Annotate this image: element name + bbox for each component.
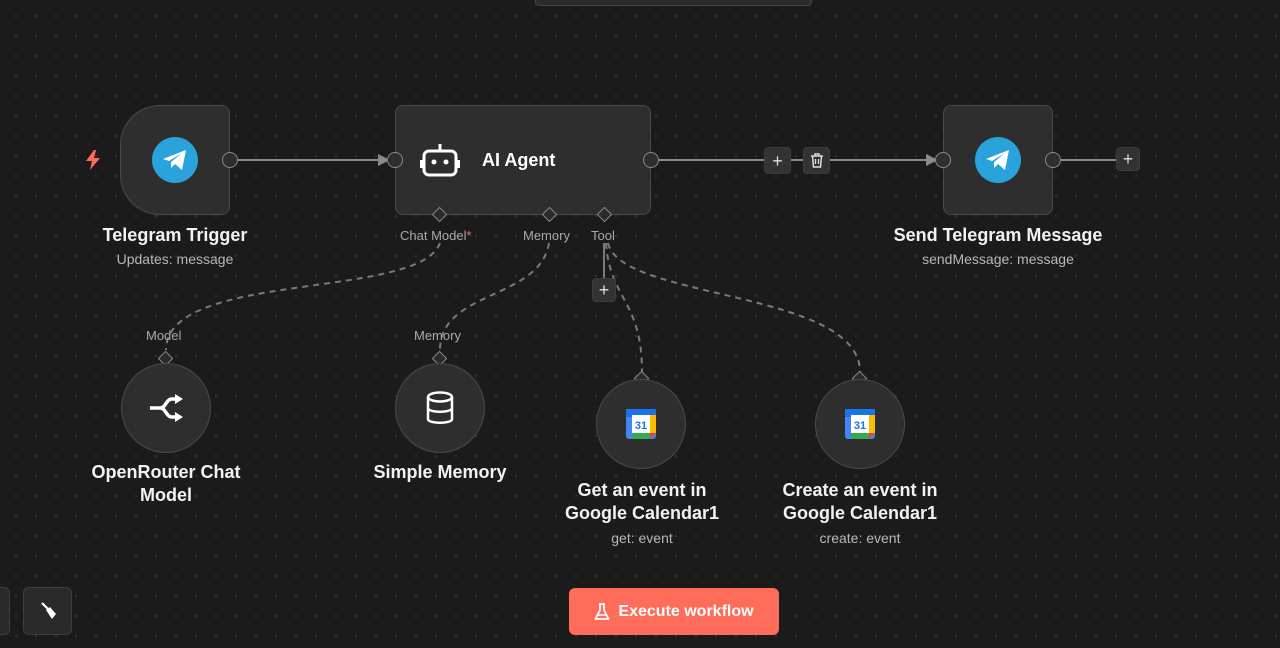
arrow-head xyxy=(926,154,938,166)
telegram-trigger-title: Telegram Trigger xyxy=(102,225,248,245)
create-event-title: Create an event in Google Calendar1 xyxy=(782,480,938,523)
openrouter-node[interactable] xyxy=(121,363,211,453)
chat-model-port-label: Chat Model* xyxy=(400,228,472,243)
create-event-node[interactable]: 31 xyxy=(815,379,905,469)
broom-icon xyxy=(40,602,56,619)
delete-connection-button[interactable] xyxy=(803,147,830,174)
trigger-bolt-icon xyxy=(86,150,100,170)
get-event-title: Get an event in Google Calendar1 xyxy=(564,480,720,523)
execute-workflow-label: Execute workflow xyxy=(618,602,754,620)
send-telegram-subtitle: sendMessage: message xyxy=(922,251,1074,267)
memory-port-label: Memory xyxy=(523,228,570,243)
ai-agent-input-handle[interactable] xyxy=(387,152,403,168)
simple-memory-node[interactable] xyxy=(395,363,485,453)
database-icon xyxy=(426,391,454,424)
robot-icon xyxy=(420,144,460,177)
connection-chat-model xyxy=(165,242,441,351)
required-marker: * xyxy=(466,228,472,243)
telegram-trigger-node[interactable] xyxy=(120,105,230,215)
send-telegram-output-handle[interactable] xyxy=(1045,152,1061,168)
send-telegram-input-handle[interactable] xyxy=(935,152,951,168)
execute-workflow-button[interactable]: Execute workflow xyxy=(569,588,779,635)
send-telegram-node[interactable] xyxy=(943,105,1053,215)
connection-tool-create xyxy=(607,242,861,373)
ai-agent-node[interactable]: AI Agent xyxy=(395,105,651,215)
simple-memory-port-label: Memory xyxy=(414,328,461,343)
tidy-up-button[interactable] xyxy=(23,587,72,635)
create-event-subtitle: create: event xyxy=(819,530,901,546)
send-telegram-title: Send Telegram Message xyxy=(893,225,1103,245)
google-calendar-icon: 31 xyxy=(845,409,875,439)
telegram-trigger-subtitle: Updates: message xyxy=(116,251,234,267)
top-toolbar-fragment xyxy=(535,0,812,6)
calendar-day-text: 31 xyxy=(854,420,866,432)
google-calendar-icon: 31 xyxy=(626,409,656,439)
connection-tool-get xyxy=(605,242,643,373)
connection-memory xyxy=(439,242,550,351)
telegram-trigger-output-handle[interactable] xyxy=(222,152,238,168)
get-event-subtitle: get: event xyxy=(611,530,673,546)
add-next-node-button[interactable]: + xyxy=(1116,147,1140,171)
add-node-between-button[interactable]: + xyxy=(764,147,791,174)
tool-port-label: Tool xyxy=(591,228,615,243)
add-tool-button[interactable]: + xyxy=(592,278,616,302)
simple-memory-title: Simple Memory xyxy=(373,462,507,482)
calendar-day-text: 31 xyxy=(635,420,647,432)
arrow-head xyxy=(378,154,390,166)
openrouter-icon xyxy=(150,394,183,422)
telegram-icon xyxy=(975,137,1021,183)
ai-agent-output-handle[interactable] xyxy=(643,152,659,168)
openrouter-port-label: Model xyxy=(146,328,182,343)
ai-agent-title: AI Agent xyxy=(482,150,556,170)
openrouter-title: OpenRouter Chat Model xyxy=(91,462,241,505)
get-event-node[interactable]: 31 xyxy=(596,379,686,469)
flask-icon xyxy=(595,602,610,620)
telegram-icon xyxy=(152,137,198,183)
zoom-control-button[interactable] xyxy=(0,587,10,635)
trash-icon xyxy=(810,153,823,168)
